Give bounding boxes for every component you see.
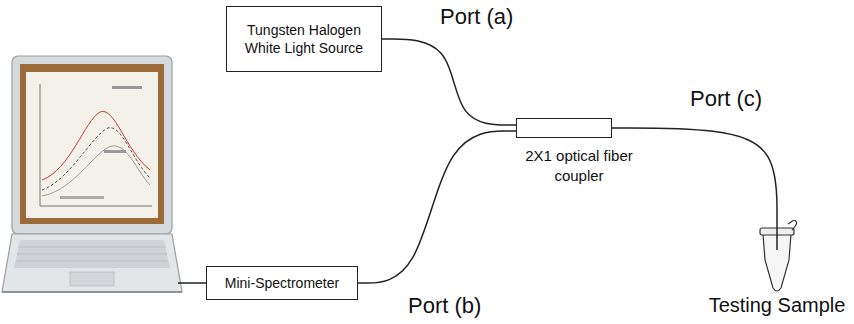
- node-text: Testing Sample: [704, 294, 850, 317]
- usb-cable: [178, 282, 207, 284]
- spectrometer-box: Mini-Spectrometer: [206, 266, 358, 300]
- node-text: Tungsten Halogen White Light Source: [237, 21, 371, 57]
- optical-fiber: [358, 131, 516, 283]
- tube-icon: [704, 220, 850, 294]
- port-label: Port (b): [408, 293, 481, 319]
- port-label: Port (a): [440, 4, 513, 30]
- optical-fiber: [612, 128, 777, 220]
- laptop: [2, 56, 182, 292]
- light-source-box: Tungsten Halogen White Light Source: [226, 6, 382, 72]
- optical-fiber: [382, 39, 516, 125]
- sample-tube: Testing Sample: [704, 220, 850, 317]
- coupler-body: [516, 118, 612, 138]
- node-text: Mini-Spectrometer: [225, 274, 339, 292]
- fiber-coupler: 2X1 optical fiber coupler: [516, 118, 646, 185]
- node-text: 2X1 optical fiber coupler: [524, 146, 634, 185]
- port-label: Port (c): [690, 86, 762, 112]
